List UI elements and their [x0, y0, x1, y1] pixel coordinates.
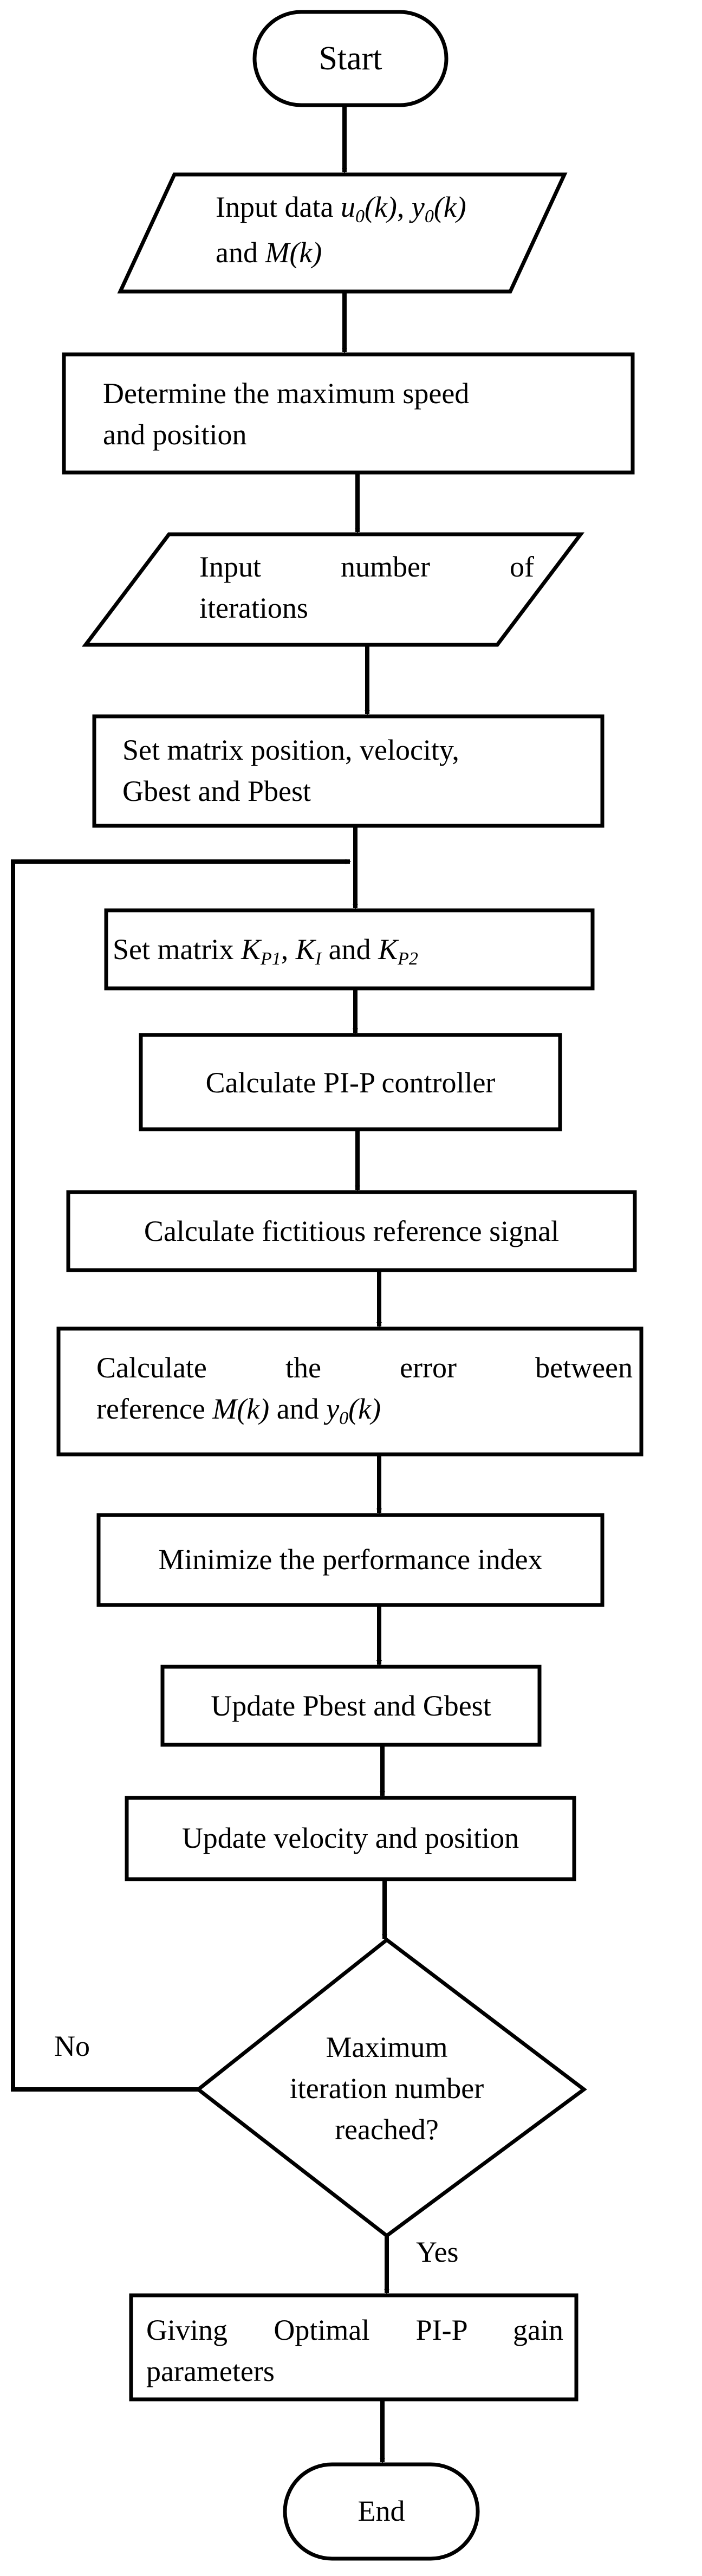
update-best-label: Update Pbest and Gbest	[211, 1690, 491, 1722]
giving-label: Giving Optimal PI-P gain parameters	[146, 2314, 563, 2387]
calc-error-process	[56, 1326, 644, 1457]
end-label: End	[358, 2495, 405, 2527]
update-velocity-process	[125, 1796, 576, 1881]
calc-fictitious-label: Calculate fictitious reference signal	[144, 1215, 560, 1247]
start-label: Start	[318, 40, 382, 77]
determine-process	[62, 352, 635, 475]
calc-error-label: Calculate the error between reference M(…	[96, 1351, 633, 1428]
input-data-parallelogram	[117, 172, 568, 294]
end-terminator	[283, 2462, 480, 2561]
minimize-process	[96, 1513, 604, 1607]
start-terminator	[252, 10, 448, 107]
set-matrix-k-process	[104, 908, 595, 991]
calc-pip-process	[139, 1033, 562, 1131]
edge-label-yes: Yes	[416, 2236, 459, 2268]
determine-label: Determine the maximum speed and position	[103, 377, 470, 451]
set-matrix-position-process	[92, 714, 604, 828]
edge-label-no: No	[54, 2030, 90, 2062]
input-data-label: Input data u0(k), y0(k) and M(k)	[216, 191, 466, 269]
update-velocity-label: Update velocity and position	[181, 1822, 519, 1854]
input-iterations-parallelogram	[81, 532, 585, 647]
set-matrix-k-label: Set matrix KP1, KI and KP2	[113, 933, 418, 969]
decision-label: Maximum iteration number reached?	[289, 2031, 484, 2146]
input-iterations-label: Input number of iterations	[199, 551, 534, 624]
set-matrix-position-label: Set matrix position, velocity, Gbest and…	[122, 734, 459, 807]
edge-decision-no-loop	[11, 859, 351, 2092]
giving-process	[129, 2293, 578, 2402]
calc-pip-label: Calculate PI-P controller	[205, 1066, 496, 1099]
update-best-process	[160, 1665, 542, 1747]
minimize-label: Minimize the performance index	[158, 1543, 543, 1576]
calc-fictitious-process	[66, 1190, 637, 1272]
